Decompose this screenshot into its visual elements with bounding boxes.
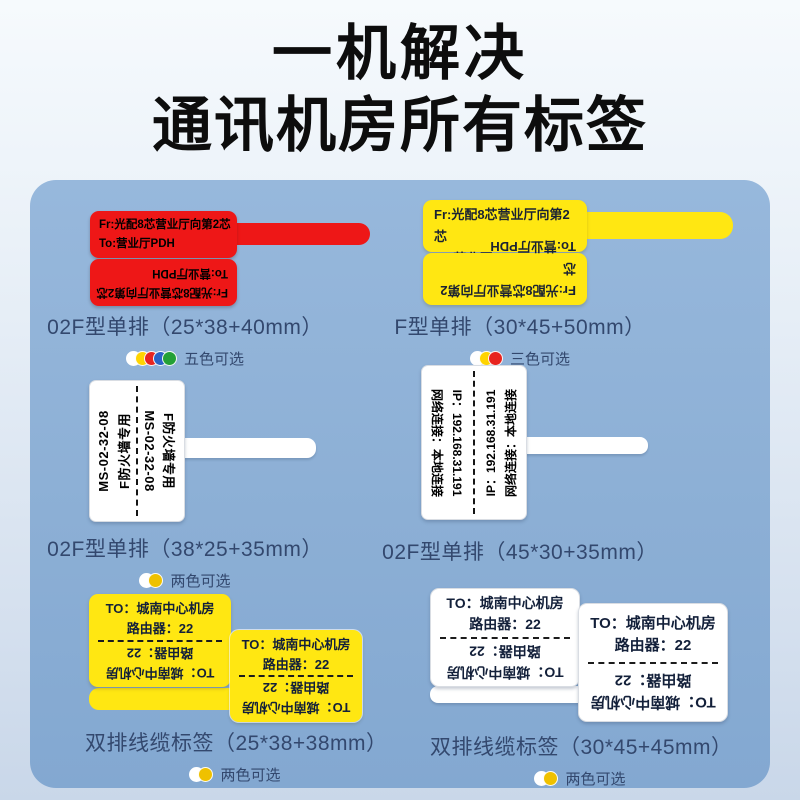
double-label-white-front: TO：城南中心机房 路由器：22 TO：城南中心机房 路由器：22 (578, 603, 728, 722)
color-dots (125, 351, 177, 366)
firewall-id-line: MS-02-32-08 (95, 410, 110, 492)
color-dots (139, 573, 164, 588)
router-id-line-flipped: 路由器：22 (262, 680, 330, 695)
fold-dashed-line (473, 371, 475, 514)
firewall-name-line-flipped: F防火墙专用 (161, 413, 176, 489)
color-note: 两色可选 (170, 573, 231, 590)
fold-dashed-line (588, 661, 718, 664)
red-label-mirrored: Fr:光配8芯营业厅向第2芯 To:营业厅PDH (90, 259, 237, 306)
router-id-line-flipped: 路由器：22 (126, 644, 194, 660)
network-conn-line: 网络连接：本地连接 (430, 388, 445, 497)
fold-dashed-line (440, 636, 570, 639)
double-label-yellow-tail (89, 688, 232, 710)
router-id-line-flipped: 路由器：22 (614, 670, 692, 688)
caption-text: 02F型单排（38*25+35mm） (47, 538, 323, 561)
network-label-tail (510, 437, 648, 454)
network-conn-line-flipped: 网络连接：本地连接 (503, 388, 518, 497)
router-id-line: 路由器：22 (126, 621, 194, 637)
router-id-line-flipped: 路由器：22 (469, 642, 541, 659)
caption-02f-25x38: 02F型单排（25*38+40mm） 五色可选 (35, 311, 335, 369)
red-label-from-line-flipped: Fr:光配8芯营业厅向第2芯 (96, 286, 228, 298)
color-dot (198, 767, 214, 782)
fold-dashed-line (136, 386, 138, 516)
yellow-label-from-line-flipped: Fr:光配8芯营业厅向第2芯 (440, 261, 576, 298)
color-note: 五色可选 (183, 351, 244, 368)
caption-text: 双排线缆标签（30*45+45mm） (430, 736, 733, 759)
fold-dashed-line (98, 639, 222, 642)
router-to-line: TO：城南中心机房 (105, 601, 215, 617)
router-id-line: 路由器：22 (469, 616, 541, 633)
firewall-id-line-flipped: MS-02-32-08 (142, 410, 157, 492)
firewall-label: MS-02-32-08 F防火墙专用 F防火墙专用 MS-02-32-08 (89, 380, 185, 522)
router-to-line: TO：城南中心机房 (241, 637, 351, 652)
color-dot (148, 573, 164, 588)
router-to-line-flipped: TO：城南中心机房 (105, 664, 215, 680)
router-to-line: TO：城南中心机房 (446, 595, 564, 612)
network-label-right-half: IP：192.168.31.191 网络连接：本地连接 (474, 366, 526, 519)
caption-double-25x38: 双排线缆标签（25*38+38mm） 两色可选 (85, 727, 388, 785)
router-to-line-flipped: TO：城南中心机房 (241, 700, 351, 715)
double-label-yellow-back: TO：城南中心机房 路由器：22 TO：城南中心机房 路由器：22 (89, 594, 231, 687)
color-dots (534, 771, 559, 786)
caption-02f-45x30: 02F型单排（45*30+35mm） (370, 536, 670, 566)
firewall-label-tail (180, 438, 316, 458)
color-dots (469, 351, 503, 366)
caption-02f-38x25: 02F型单排（38*25+35mm） 两色可选 (35, 533, 335, 591)
red-label-from-line: Fr:光配8芯营业厅向第2芯 (99, 219, 231, 231)
yellow-label-front: Fr:光配8芯营业厅向第2芯 To:营业厅PDH (423, 200, 587, 266)
title-line-1: 一机解决 (272, 20, 528, 87)
red-label-front: Fr:光配8芯营业厅向第2芯 To:营业厅PDH (90, 211, 237, 258)
router-id-line: 路由器：22 (262, 657, 330, 672)
color-note: 两色可选 (220, 767, 281, 784)
page-title: 一机解决 通讯机房所有标签 (0, 18, 800, 162)
color-dot (487, 351, 503, 366)
caption-text: F型单排（30*45+50mm） (394, 316, 646, 339)
yellow-label-from-line: Fr:光配8芯营业厅向第2芯 (434, 207, 570, 244)
firewall-label-right-half: F防火墙专用 MS-02-32-08 (137, 381, 184, 521)
caption-text: 双排线缆标签（25*38+38mm） (85, 732, 388, 755)
double-label-yellow-front: TO：城南中心机房 路由器：22 TO：城南中心机房 路由器：22 (230, 630, 362, 722)
router-id-line: 路由器：22 (614, 637, 692, 655)
double-label-white-back: TO：城南中心机房 路由器：22 TO：城南中心机房 路由器：22 (430, 588, 580, 687)
color-dot (161, 351, 177, 366)
router-to-line-flipped: TO：城南中心机房 (590, 692, 716, 710)
red-label-to-line: To:营业厅PDH (99, 238, 175, 250)
color-note: 两色可选 (565, 771, 626, 788)
color-dots (189, 767, 214, 782)
yellow-label-mirrored: Fr:光配8芯营业厅向第2芯 To:营业厅PDH (423, 239, 587, 305)
firewall-name-line: F防火墙专用 (116, 413, 131, 489)
yellow-label-to-line-flipped: To:营业厅PDH (490, 239, 576, 254)
caption-f-30x45: F型单排（30*45+50mm） 三色可选 (370, 311, 670, 369)
firewall-label-left-half: MS-02-32-08 F防火墙专用 (90, 381, 137, 521)
red-label-to-line-flipped: To:营业厅PDH (152, 267, 228, 279)
router-to-line: TO：城南中心机房 (590, 615, 716, 633)
router-to-line-flipped: TO：城南中心机房 (446, 663, 564, 680)
title-line-2: 通讯机房所有标签 (152, 92, 648, 159)
color-note: 三色可选 (509, 351, 570, 368)
network-label: IP：192.168.31.191 网络连接：本地连接 IP：192.168.3… (421, 365, 527, 520)
caption-double-30x45: 双排线缆标签（30*45+45mm） 两色可选 (430, 731, 733, 789)
network-label-left-half: IP：192.168.31.191 网络连接：本地连接 (422, 366, 474, 519)
network-ip-line-flipped: IP：192.168.31.191 (483, 389, 498, 496)
double-label-white-tail (430, 686, 579, 703)
network-ip-line: IP：192.168.31.191 (450, 389, 465, 496)
caption-text: 02F型单排（25*38+40mm） (47, 316, 323, 339)
caption-text: 02F型单排（45*30+35mm） (382, 541, 658, 564)
color-dot (543, 771, 559, 786)
fold-dashed-line (239, 675, 353, 677)
